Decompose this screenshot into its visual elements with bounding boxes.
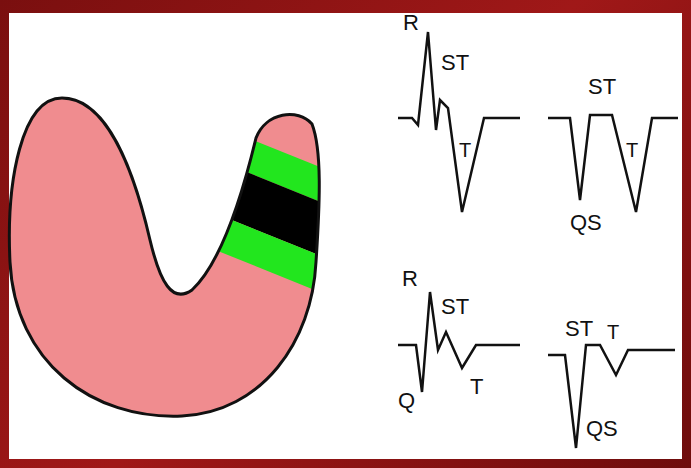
wave-label: R	[402, 268, 418, 290]
ecg-wave	[398, 292, 520, 392]
wave-label: QS	[586, 418, 618, 440]
wave-label: T	[470, 376, 483, 398]
wave-label: Q	[398, 390, 415, 412]
wave-label: ST	[441, 296, 469, 318]
wave-label: T	[626, 140, 638, 160]
wave-label: ST	[441, 52, 469, 74]
wave-label: T	[607, 322, 619, 342]
wave-label: R	[403, 12, 419, 34]
ecg-wave	[398, 32, 520, 212]
wave-label: ST	[565, 318, 593, 340]
heart-outline	[9, 98, 319, 416]
ischemia-zone	[158, 195, 356, 301]
ecg-wave	[548, 115, 678, 212]
wave-label: T	[459, 140, 471, 160]
ecg-wave	[548, 345, 675, 448]
wave-label: ST	[588, 76, 616, 98]
wave-label: QS	[570, 212, 602, 234]
